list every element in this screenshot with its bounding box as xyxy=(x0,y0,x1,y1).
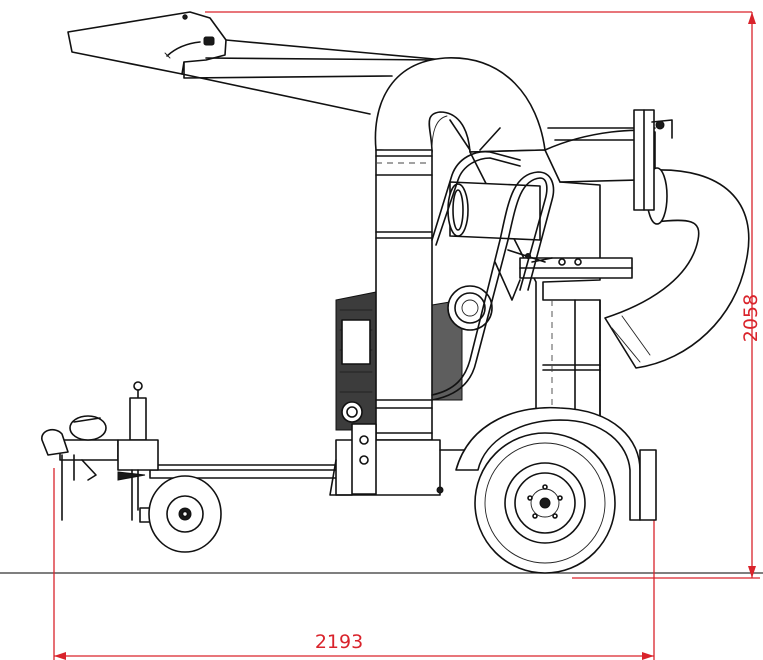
roll-bar xyxy=(431,119,555,401)
height-dimension-label: 2058 xyxy=(740,294,762,342)
height-dimension: 2058 xyxy=(205,11,762,579)
engine xyxy=(335,285,493,431)
suction-hose xyxy=(604,109,750,369)
length-dimension: 2193 xyxy=(53,452,655,660)
vertical-blower-pipe xyxy=(374,57,546,441)
main-wheel xyxy=(455,406,657,574)
tow-hitch xyxy=(41,415,107,521)
length-dimension-label: 2193 xyxy=(315,631,363,653)
jockey-wheel xyxy=(148,475,222,553)
intake-tube xyxy=(447,181,541,241)
discharge-chute xyxy=(67,11,446,115)
blower-housing xyxy=(469,127,656,421)
